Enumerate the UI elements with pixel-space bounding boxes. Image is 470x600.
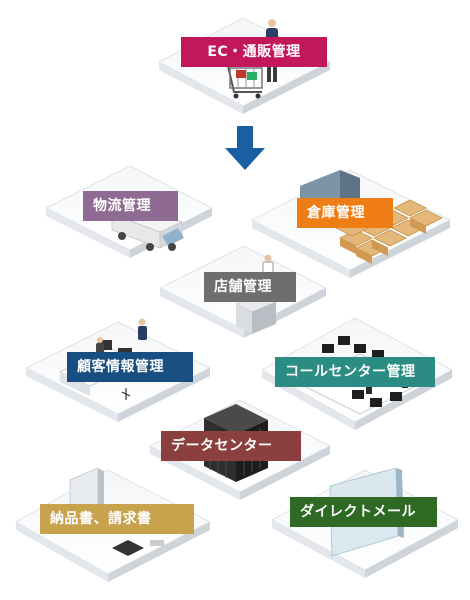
label-store-management: 店舗管理 (204, 272, 296, 302)
label-delivery-invoice: 納品書、請求書 (40, 504, 194, 534)
label-customer-info-management: 顧客情報管理 (67, 352, 193, 382)
label-direct-mail: ダイレクトメール (290, 497, 437, 527)
label-data-center: データセンター (161, 431, 301, 461)
label-warehouse-management: 倉庫管理 (297, 198, 393, 228)
down-arrow-icon (225, 126, 265, 170)
store-counter-icon (234, 254, 278, 334)
label-logistics-management: 物流管理 (83, 191, 178, 221)
label-ec-management: EC・通販管理 (181, 37, 327, 67)
label-call-center-management: コールセンター管理 (275, 357, 435, 387)
